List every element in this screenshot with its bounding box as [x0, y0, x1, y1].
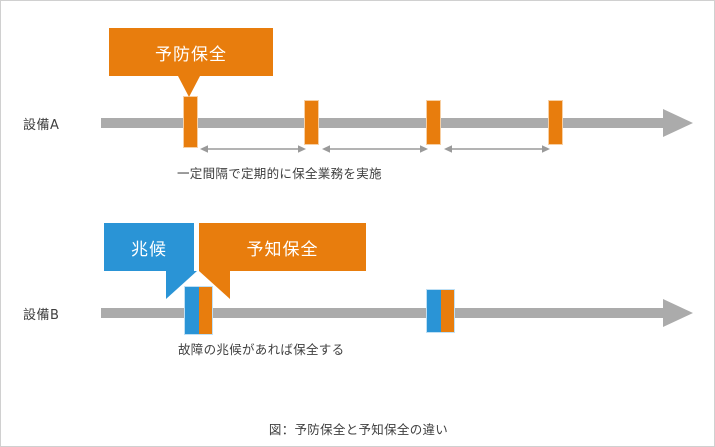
figure-caption: 図：予防保全と予知保全の違い: [268, 422, 449, 437]
annotation-equipment-b: 故障の兆候があれば保全する: [178, 342, 345, 357]
callout-predictive-maintenance-label: 予知保全: [199, 223, 366, 271]
maintenance-marker-a-1: [183, 96, 198, 148]
annotation-equipment-a: 一定間隔で定期的に保全業務を実施: [177, 166, 382, 181]
interval-arrow-1: [200, 143, 306, 155]
timeline-arrow-equipment-b: [101, 296, 693, 330]
maintenance-marker-a-4: [548, 100, 563, 145]
maintenance-marker-a-2: [304, 100, 319, 145]
maintenance-marker-b-2: [426, 289, 455, 333]
callout-preventive-maintenance-label: 予防保全: [109, 28, 273, 76]
callout-tail-icon: [178, 76, 200, 97]
interval-arrow-3: [444, 143, 550, 155]
marker-half-sign: [427, 290, 441, 332]
timeline-arrow-equipment-a: [101, 106, 693, 140]
interval-arrow-2: [322, 143, 428, 155]
row-label-equipment-b: 設備B: [23, 308, 60, 323]
marker-half-maintenance: [440, 290, 454, 332]
maintenance-marker-a-3: [426, 100, 441, 145]
row-label-equipment-a: 設備A: [23, 118, 60, 133]
callout-sign-label: 兆候: [104, 223, 194, 271]
callout-tail-icon: [199, 271, 230, 299]
callout-tail-icon: [166, 271, 197, 299]
